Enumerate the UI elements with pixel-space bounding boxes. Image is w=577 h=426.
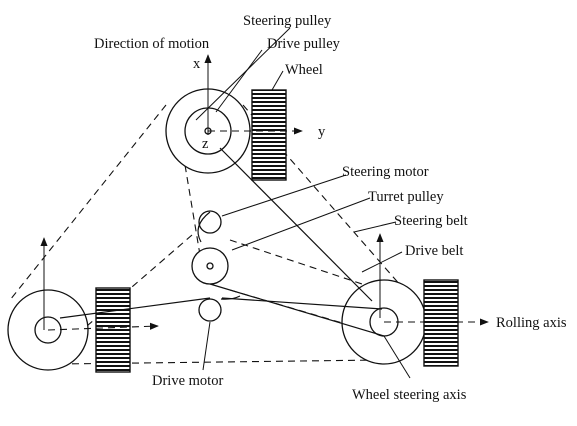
turret-center	[206, 262, 214, 270]
direction-of-motion-label: Direction of motion	[94, 36, 210, 52]
top-wheel-assembly: x y z	[165, 54, 326, 181]
turret-group	[191, 210, 241, 322]
right-wheel	[423, 279, 459, 367]
steering-motor-label: Steering motor	[342, 164, 429, 180]
left-rolling-arrow	[47, 322, 159, 331]
right-wheel-assembly	[341, 233, 489, 367]
steering-belt-label: Steering belt	[394, 213, 468, 229]
wheel-label: Wheel	[285, 62, 323, 78]
drive-motor-label: Drive motor	[152, 373, 223, 389]
steering-pulley-label: Steering pulley	[243, 13, 332, 29]
drive-belt-path	[59, 147, 385, 337]
leader-lines	[195, 27, 411, 379]
drive-pulley-label: Drive pulley	[267, 36, 341, 52]
z-axis-label: z	[202, 136, 209, 152]
x-axis-label: x	[193, 56, 201, 72]
left-wheel	[95, 287, 131, 373]
turret-pulley-label: Turret pulley	[368, 189, 444, 205]
drive-belt-label: Drive belt	[405, 243, 463, 259]
left-wheel-assembly	[7, 237, 159, 373]
y-axis-label: y	[318, 124, 326, 140]
steering-motor	[198, 210, 222, 234]
wheel-steering-axis-label: Wheel steering axis	[352, 387, 467, 403]
steering-motor-belt	[197, 211, 211, 243]
rolling-axis-label: Rolling axis	[496, 315, 567, 331]
drive-motor	[198, 298, 222, 322]
top-wheel	[251, 89, 287, 181]
